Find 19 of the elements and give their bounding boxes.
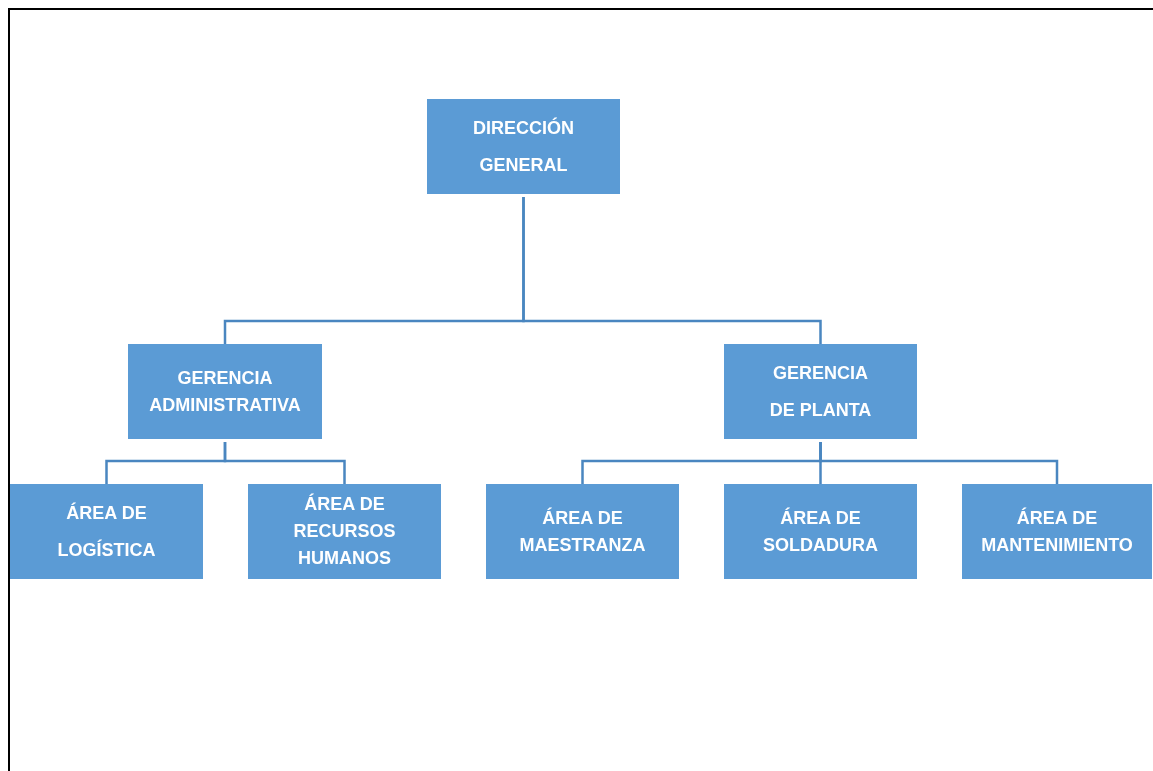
org-box	[248, 484, 441, 579]
connector-line	[223, 442, 346, 484]
org-box	[486, 484, 679, 579]
org-box	[128, 344, 322, 439]
box-label: GERENCIA ADMINISTRATIVA	[148, 366, 302, 417]
box-label: ÁREA DE MAESTRANZA	[518, 506, 647, 557]
org-box	[962, 484, 1152, 579]
box-label: GERENCIA DE PLANTA	[768, 361, 873, 422]
org-box	[427, 99, 620, 194]
org-box	[724, 344, 917, 439]
box-label: ÁREA DE RECURSOS HUMANOS	[292, 492, 397, 570]
connector-line	[819, 442, 1059, 484]
org-box	[724, 484, 917, 579]
box-label: ÁREA DE LOGÍSTICA	[56, 501, 157, 562]
box-label: ÁREA DE SOLDADURA	[762, 506, 879, 557]
connector-line	[522, 197, 822, 344]
box-label: ÁREA DE MANTENIMIENTO	[980, 506, 1134, 557]
org-box	[10, 484, 203, 579]
box-label: DIRECCIÓN GENERAL	[472, 116, 575, 177]
